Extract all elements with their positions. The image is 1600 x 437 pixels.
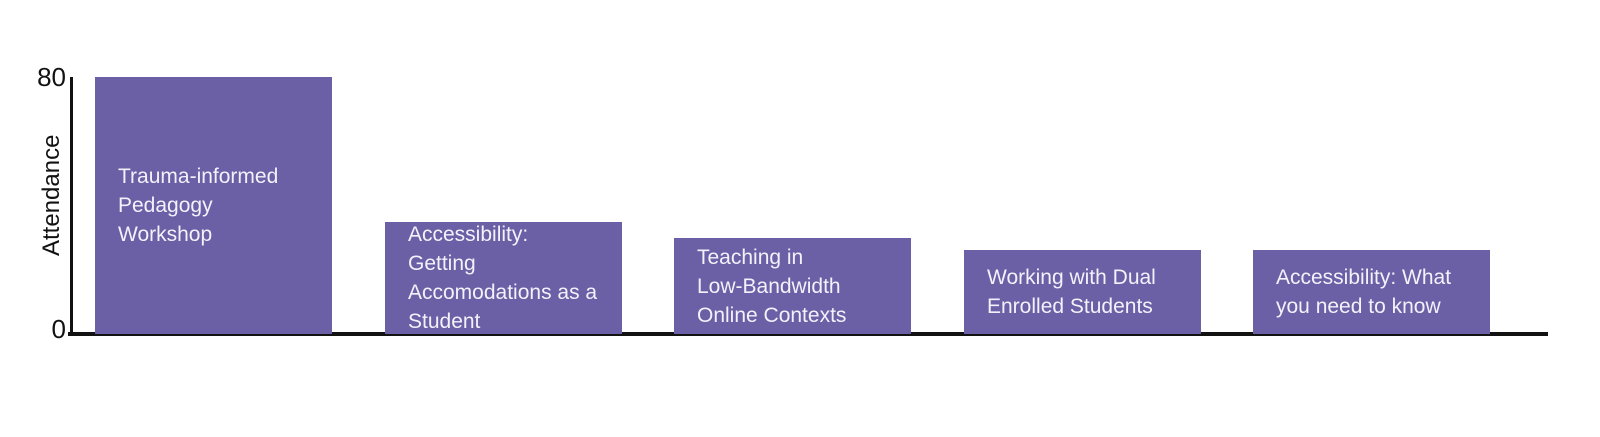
bar-3: Teaching in Low-Bandwidth Online Context…: [674, 238, 911, 334]
bar-label: Accessibility: What you need to know: [1276, 266, 1452, 318]
y-tick-0: 0: [51, 314, 66, 344]
bar-label: Teaching in Low-Bandwidth Online Context…: [697, 245, 847, 327]
y-tick-80: 80: [37, 62, 66, 92]
bar-1: Trauma-informed Pedagogy Workshop: [95, 77, 332, 334]
bar-4: Working with Dual Enrolled Students: [964, 250, 1201, 334]
x-axis-line: [68, 332, 1548, 336]
bar-label: Working with Dual Enrolled Students: [987, 266, 1156, 318]
bar-label: Trauma-informed Pedagogy Workshop: [118, 165, 279, 246]
y-axis-title: Attendance: [38, 134, 65, 256]
bar-5: Accessibility: What you need to know: [1253, 250, 1490, 334]
y-axis-line: [70, 77, 73, 336]
bar-label: Accessibility: Getting Accomodations as …: [408, 223, 598, 333]
bar-2: Accessibility: Getting Accomodations as …: [385, 222, 622, 334]
